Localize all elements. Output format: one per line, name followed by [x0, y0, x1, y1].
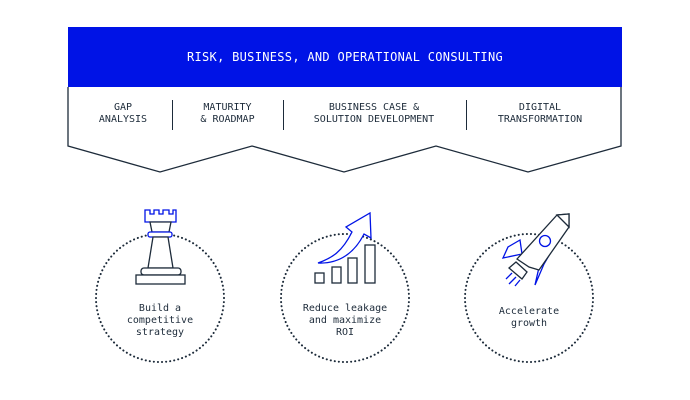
- outcome-circle: [464, 233, 594, 363]
- outcome-label-strategy: Build a competitive strategy: [126, 303, 194, 338]
- outcome-label-roi: Reduce leakage and maximize ROI: [302, 303, 388, 338]
- step-divider: [172, 100, 173, 130]
- outcome-circle: [95, 233, 225, 363]
- step-business-case: BUSINESS CASE & SOLUTION DEVELOPMENT: [313, 102, 435, 125]
- step-divider: [466, 100, 467, 130]
- step-gap-analysis: GAP ANALYSIS: [98, 102, 148, 125]
- step-digital-transformation: DIGITAL TRANSFORMATION: [497, 102, 583, 125]
- growth-chart-icon: [314, 211, 376, 284]
- step-maturity-roadmap: MATURITY & ROADMAP: [200, 102, 255, 125]
- step-divider: [283, 100, 284, 130]
- rocket-icon: [501, 213, 570, 287]
- chess-rook-icon: [135, 209, 186, 285]
- outcome-circle: [280, 233, 410, 363]
- outcome-label-growth: Accelerate growth: [498, 306, 560, 329]
- banner: RISK, BUSINESS, AND OPERATIONAL CONSULTI…: [68, 27, 622, 87]
- banner-title: RISK, BUSINESS, AND OPERATIONAL CONSULTI…: [186, 50, 504, 64]
